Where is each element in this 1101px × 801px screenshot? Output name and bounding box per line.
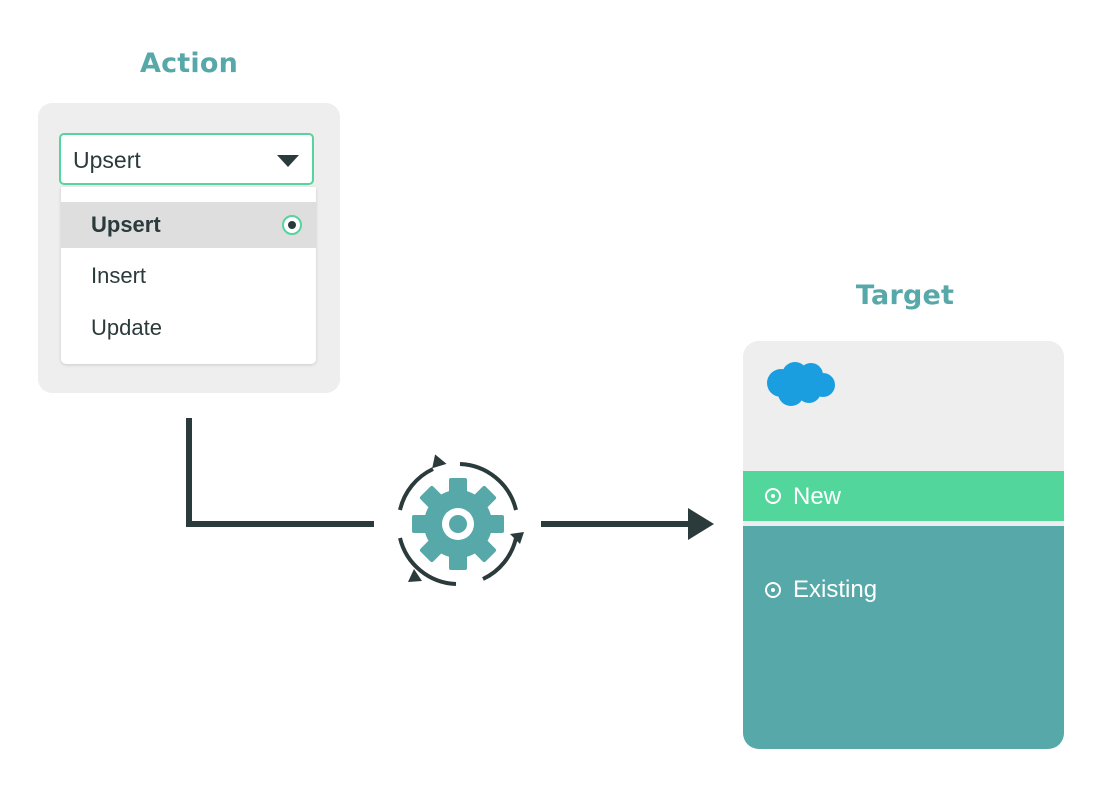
action-select-value: Upsert: [73, 147, 141, 173]
chevron-down-icon[interactable]: [277, 155, 299, 167]
arrow-head-icon: [688, 508, 714, 540]
target-heading: Target: [855, 280, 955, 311]
selected-radio-icon: [282, 215, 302, 235]
target-header: [743, 341, 1064, 470]
target-row-label: Existing: [793, 576, 878, 603]
radio-dot-icon: [765, 582, 781, 598]
option-upsert[interactable]: Upsert: [61, 202, 316, 248]
connector-line: [186, 418, 374, 527]
target-panel: New Existing: [743, 341, 1064, 749]
option-label: Insert: [91, 263, 147, 288]
target-row-new[interactable]: New: [743, 471, 1064, 521]
salesforce-cloud-icon: [767, 362, 835, 406]
option-label: Upsert: [91, 212, 161, 237]
action-dropdown-menu: Upsert Insert Update: [61, 187, 316, 364]
target-row-label: New: [793, 483, 842, 510]
target-row-existing[interactable]: Existing: [743, 526, 1064, 749]
option-update[interactable]: Update: [61, 305, 316, 351]
action-heading: Action: [139, 48, 239, 79]
gear-with-cycle-arrows-icon: [398, 454, 524, 586]
option-insert[interactable]: Insert: [61, 253, 316, 299]
action-select[interactable]: Upsert: [59, 133, 314, 185]
radio-dot-icon: [765, 488, 781, 504]
option-label: Update: [91, 315, 162, 340]
